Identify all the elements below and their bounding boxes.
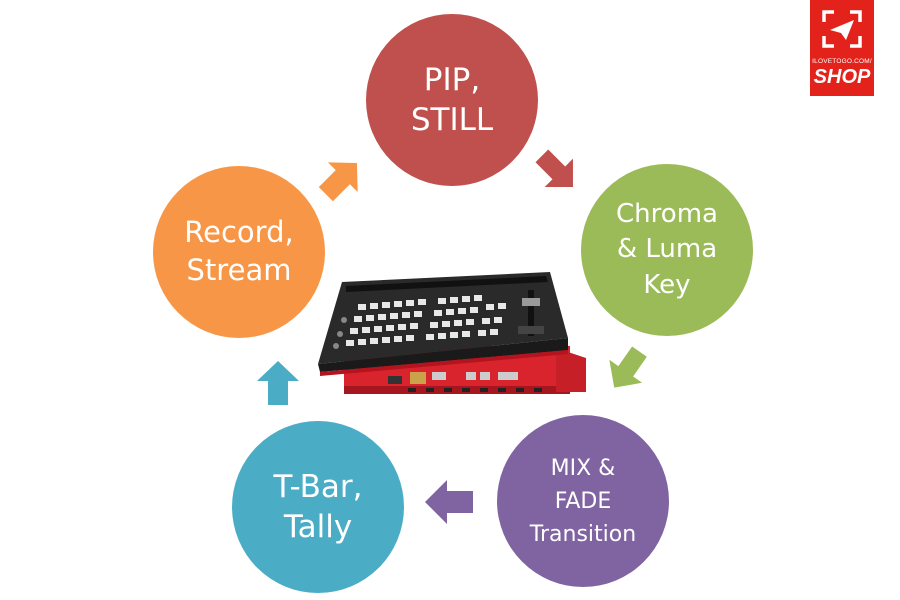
tbar-line2: Tally	[283, 509, 353, 545]
shop-logo[interactable]: ILOVETOGO.COM/ SHOP	[810, 0, 874, 96]
chroma-line2: & Luma	[616, 234, 718, 265]
frame-plane-icon	[822, 10, 862, 48]
mix-line2: FADE	[554, 488, 612, 514]
video-switcher-image	[318, 272, 586, 394]
record-line2: Stream	[186, 253, 292, 287]
tbar-tally-circle: T-Bar, Tally	[232, 421, 404, 593]
mix-line1: MIX &	[550, 455, 616, 481]
pip-line2: STILL	[410, 102, 494, 138]
logo-shop-text: SHOP	[813, 66, 871, 88]
logo-small-text: ILOVETOGO.COM/	[812, 58, 872, 65]
chroma-line3: Key	[643, 269, 691, 300]
pip-line1: PIP,	[423, 61, 481, 98]
mix-line3: Transition	[529, 521, 637, 547]
record-line1: Record,	[184, 215, 294, 250]
mix-fade-transition-circle: MIX & FADE Transition	[497, 415, 669, 587]
chroma-luma-key-circle: Chroma & Luma Key	[581, 164, 753, 336]
tbar-line1: T-Bar,	[273, 468, 363, 505]
record-stream-circle: Record, Stream	[153, 166, 325, 338]
pip-still-circle: PIP, STILL	[366, 14, 538, 186]
chroma-line1: Chroma	[616, 199, 718, 230]
